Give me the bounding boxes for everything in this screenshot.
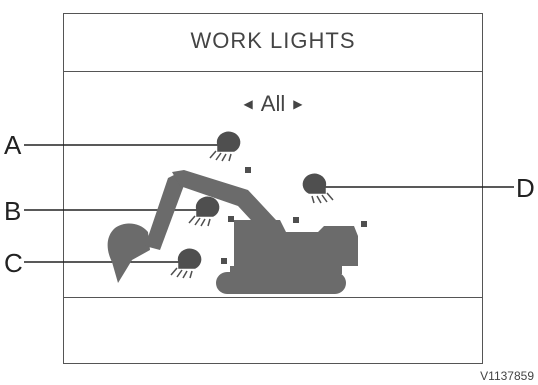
work-light-icon xyxy=(189,197,219,226)
callout-c: C xyxy=(4,250,23,276)
work-light-icon xyxy=(171,249,201,278)
callout-b: B xyxy=(4,198,21,224)
work-light-icon xyxy=(303,174,333,203)
callout-a: A xyxy=(4,132,21,158)
reference-code: V1137859 xyxy=(480,369,534,383)
callout-d: D xyxy=(516,175,535,201)
work-light-icon xyxy=(210,132,240,161)
